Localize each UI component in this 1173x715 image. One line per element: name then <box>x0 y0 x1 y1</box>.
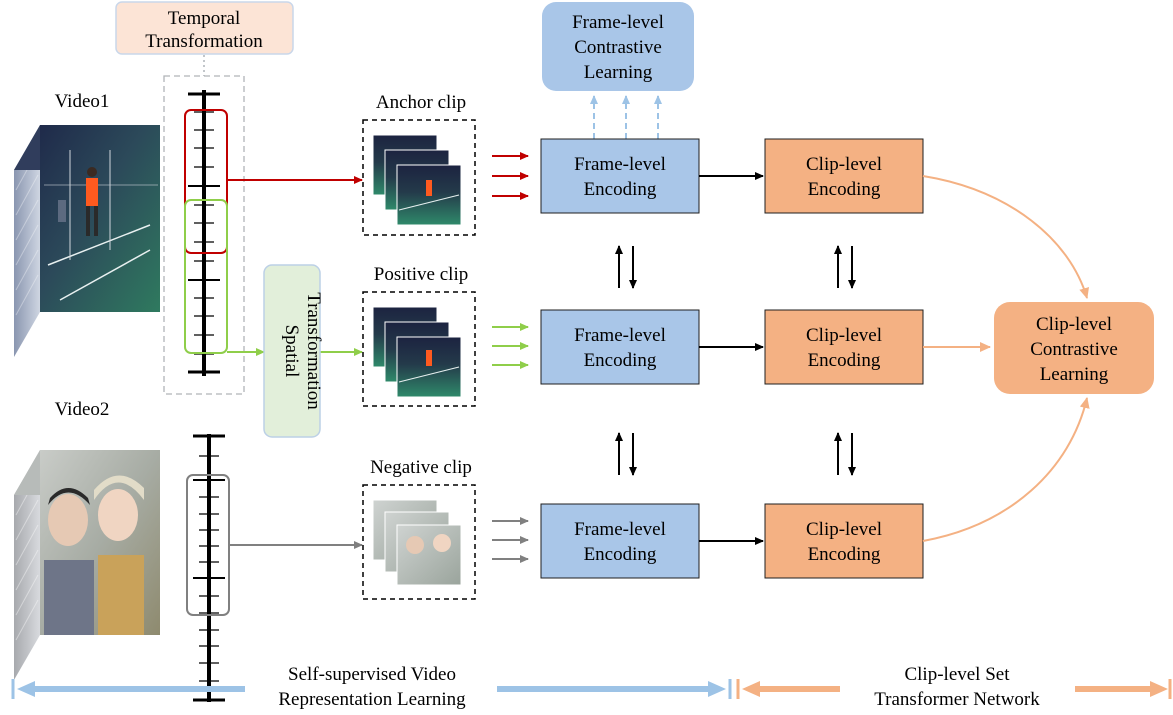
video2-cube <box>14 450 160 680</box>
anchor-window <box>184 109 228 254</box>
frame-contrastive-line3: Learning <box>584 62 653 83</box>
temporal-transformation-box: Temporal Transformation <box>115 1 294 55</box>
ssl-label-line1: Self-supervised Video <box>288 664 456 685</box>
timeline-video2 <box>193 434 225 702</box>
frame-encoding-positive-line1: Frame-level <box>574 325 666 346</box>
frame-encoding-anchor-line1: Frame-level <box>574 154 666 175</box>
spatial-transformation-box: Spatial Transformation <box>263 264 324 438</box>
frame-encoding-negative-line2: Encoding <box>584 544 657 565</box>
anchor-clip-thumbnail <box>362 119 476 236</box>
clip-contrastive-line1: Clip-level <box>1036 314 1112 335</box>
frame-encoding-negative: Frame-level Encoding <box>540 503 700 579</box>
anchor-input-arrows <box>492 152 529 200</box>
timeline-video1 <box>188 90 220 376</box>
negative-input-arrows <box>492 517 529 563</box>
clip-encoding-negative-line1: Clip-level <box>806 519 882 540</box>
frame-to-clip-arrows <box>699 172 764 545</box>
clip-level-contrastive-box: Clip-level Contrastive Learning <box>994 302 1154 394</box>
frame-level-contrastive-box: Frame-level Contrastive Learning <box>542 2 694 91</box>
frame-contrastive-arrows <box>590 95 662 139</box>
video2-label: Video2 <box>55 399 110 420</box>
transformer-label-line2: Transformer Network <box>874 689 1040 710</box>
frame-encoding-anchor: Frame-level Encoding <box>540 138 700 214</box>
spatial-label-line2: Transformation <box>303 292 324 410</box>
clip-encoding-positive: Clip-level Encoding <box>764 309 924 385</box>
clip-contrastive-arrows <box>922 175 1090 542</box>
clip-encoding-anchor: Clip-level Encoding <box>764 138 924 214</box>
clip-encoding-negative-line2: Encoding <box>808 544 881 565</box>
clip-contrastive-line3: Learning <box>1040 364 1109 385</box>
video1-label: Video1 <box>55 91 110 112</box>
transformer-section-bar: Clip-level Set Transformer Network <box>736 664 1172 710</box>
clip-encoding-anchor-line1: Clip-level <box>806 154 882 175</box>
anchor-clip-label: Anchor clip <box>376 92 466 113</box>
clip-encoding-negative: Clip-level Encoding <box>764 503 924 579</box>
transformer-label-line1: Clip-level Set <box>904 664 1010 685</box>
temporal-label-line2: Transformation <box>145 31 263 52</box>
frame-encoding-negative-line1: Frame-level <box>574 519 666 540</box>
shared-weight-arrows <box>615 245 856 476</box>
positive-window <box>184 199 228 354</box>
frame-encoding-positive: Frame-level Encoding <box>540 309 700 385</box>
negative-clip-label: Negative clip <box>370 457 472 478</box>
clip-encoding-positive-line2: Encoding <box>808 350 881 371</box>
positive-input-arrows <box>492 323 529 369</box>
frame-contrastive-line1: Frame-level <box>572 12 664 33</box>
video1-cube <box>14 125 160 357</box>
ssl-label-line2: Representation Learning <box>278 689 466 710</box>
positive-clip-thumbnail <box>362 291 476 407</box>
frame-encoding-positive-line2: Encoding <box>584 350 657 371</box>
positive-clip-label: Positive clip <box>374 264 468 285</box>
clip-contrastive-line2: Contrastive <box>1030 339 1118 360</box>
frame-contrastive-line2: Contrastive <box>574 37 662 58</box>
ssl-section-bar: Self-supervised Video Representation Lea… <box>11 664 732 710</box>
spatial-label-line1: Spatial <box>281 325 302 378</box>
clip-encoding-anchor-line2: Encoding <box>808 179 881 200</box>
clip-encoding-positive-line1: Clip-level <box>806 325 882 346</box>
temporal-label-line1: Temporal <box>168 8 241 29</box>
frame-encoding-anchor-line2: Encoding <box>584 179 657 200</box>
temporal-dashed-frame <box>163 75 245 395</box>
negative-clip-thumbnail <box>362 484 476 600</box>
